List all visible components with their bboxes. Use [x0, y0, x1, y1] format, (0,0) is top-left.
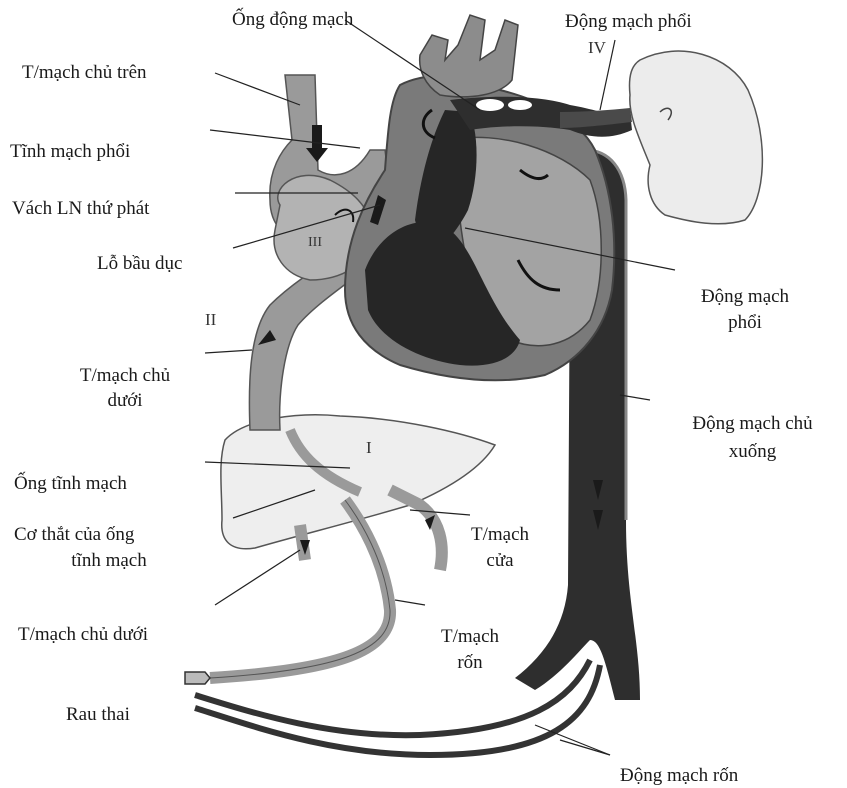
label-portal-vein-1: T/mạch	[445, 523, 555, 546]
label-superior-vena-cava: T/mạch chủ trên	[22, 61, 147, 84]
label-ductus-venosus: Ống tĩnh mạch	[14, 472, 127, 495]
lung	[629, 51, 762, 224]
marker-III: III	[308, 235, 322, 251]
label-ivc-1: T/mạch chủ	[45, 364, 205, 387]
label-ivc-bottom: T/mạch chủ dưới	[18, 623, 148, 646]
label-foramen-ovale: Lỗ bầu dục	[97, 252, 182, 275]
label-pulmonary-artery-right-1: Động mạch	[685, 285, 805, 308]
label-sphincter-2: tĩnh mạch	[14, 549, 204, 572]
marker-IV: IV	[588, 38, 606, 58]
label-ductus-arteriosus: Ống động mạch	[232, 8, 353, 31]
label-pulmonary-artery-top: Động mạch phổi	[565, 10, 692, 33]
aortic-arch-vessels	[420, 15, 518, 97]
label-septum-secundum: Vách LN thứ phát	[12, 197, 149, 220]
marker-I: I	[366, 438, 372, 458]
placenta-arrow	[185, 672, 210, 684]
marker-II: II	[205, 310, 216, 330]
label-ivc-2: dưới	[45, 389, 205, 412]
label-pulmonary-vein: Tĩnh mạch phổi	[10, 140, 130, 163]
label-umbilical-vein-2: rốn	[410, 651, 530, 674]
label-umbilical-vein-1: T/mạch	[410, 625, 530, 648]
label-sphincter-1: Cơ thắt của ống	[14, 523, 134, 546]
label-pulmonary-artery-right-2: phổi	[685, 311, 805, 334]
label-portal-vein-2: cửa	[445, 549, 555, 572]
label-descending-aorta-2: xuống	[660, 440, 845, 463]
label-umbilical-arteries: Động mạch rốn	[620, 764, 738, 787]
label-placenta: Rau thai	[66, 703, 130, 726]
label-descending-aorta-1: Động mạch chủ	[660, 412, 845, 435]
